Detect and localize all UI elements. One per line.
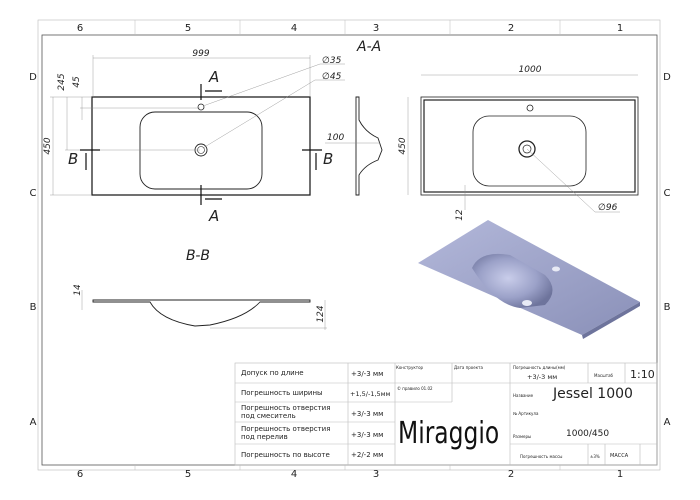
section-bb-view: [81, 290, 327, 330]
dim-14: 14: [73, 284, 83, 296]
dim-1000: 1000: [519, 65, 542, 75]
date-label: Дата проекта: [454, 365, 483, 370]
tolerance-value: +3/-3 мм: [351, 410, 384, 418]
hole-35-label: ∅35: [322, 56, 342, 66]
top-view-labels: 999 450 245 45 ∅35 ∅45 A A B B: [43, 49, 342, 225]
col-label: 1: [617, 469, 623, 480]
tolerance-value: +3/-3 мм: [351, 370, 384, 378]
row-label: A: [664, 417, 671, 428]
col-label: 4: [291, 23, 297, 34]
top-view: [50, 55, 345, 205]
size-label: Размеры: [513, 434, 532, 439]
section-aa-view: [325, 96, 383, 196]
section-b-marker-left: B: [68, 150, 78, 168]
dim-245: 245: [57, 73, 67, 90]
mass-tol-value: ±3%: [590, 454, 600, 459]
scale-label: Масштаб: [594, 373, 614, 378]
tolerance-label: Допуск по длине: [241, 369, 304, 377]
col-label: 6: [77, 23, 83, 34]
tolerance-label: Погрешность отверстия под перелив: [241, 425, 331, 441]
dim-124: 124: [316, 305, 326, 322]
length-tol-label: Погрешность длины(мм): [513, 365, 566, 370]
row-label: B: [30, 302, 37, 313]
scale-value: 1:10: [630, 368, 655, 381]
dim-width: 999: [192, 49, 209, 59]
product-name: Jessel 1000: [553, 386, 633, 402]
rule-label: © правило 01.02: [397, 386, 433, 391]
col-label: 5: [185, 23, 191, 34]
col-label: 5: [185, 469, 191, 480]
mass-label: МАССА: [610, 453, 629, 459]
section-bb-title: B-B: [186, 248, 210, 264]
col-label: 4: [291, 469, 297, 480]
designer-label: Конструктор: [396, 365, 424, 370]
tolerance-value: +3/-3 мм: [351, 431, 384, 439]
dim-height: 450: [43, 137, 53, 154]
row-label: D: [663, 72, 671, 83]
tolerance-label: Погрешность по высоте: [241, 451, 330, 459]
hole-45-label: ∅45: [322, 72, 342, 82]
row-label: C: [30, 188, 37, 199]
column-labels-top: 6 5 4 3 2 1: [77, 23, 623, 34]
tolerance-value: +2/-2 мм: [351, 451, 384, 459]
tolerance-value: +1,5/-1,5мм: [350, 390, 391, 398]
dim-45: 45: [72, 76, 82, 88]
sink-3d-render: [418, 220, 640, 339]
tolerance-label: Погрешность ширины: [241, 389, 323, 397]
row-label: B: [664, 302, 671, 313]
row-labels: D C B A D C B A: [29, 72, 671, 428]
drain-96-label: ∅96: [598, 203, 618, 213]
row-label: D: [29, 72, 37, 83]
right-view-labels: 1000 450 12 ∅96: [398, 65, 618, 221]
outer-frame: [37, 19, 661, 471]
title-block-grid: [234, 362, 658, 466]
tolerance-label: Погрешность отверстия под смеситель: [241, 404, 331, 420]
mass-tol-label: Погрешность массы: [520, 454, 563, 459]
col-label: 3: [373, 469, 379, 480]
dim-450-right: 450: [398, 137, 408, 154]
section-b-marker-right: B: [323, 150, 333, 168]
dim-100: 100: [327, 133, 344, 143]
right-top-view: [407, 74, 639, 213]
zone-dividers: [134, 20, 561, 470]
col-label: 1: [617, 23, 623, 34]
name-label: Название: [513, 393, 534, 398]
section-a-marker-bottom: A: [208, 207, 219, 225]
col-label: 2: [508, 469, 514, 480]
dim-12: 12: [455, 209, 465, 221]
length-tol-value: +3/-3 мм: [527, 373, 558, 381]
col-label: 6: [77, 469, 83, 480]
section-aa-title: A-A: [356, 39, 381, 55]
row-label: C: [664, 188, 671, 199]
column-labels-bottom: 6 5 4 3 2 1: [77, 469, 623, 480]
col-label: 2: [508, 23, 514, 34]
article-label: № Артикула: [513, 411, 539, 416]
section-a-marker-top: A: [208, 68, 219, 86]
brand-logo: Miraggio: [398, 416, 500, 451]
col-label: 3: [373, 23, 379, 34]
faucet-hole: [197, 103, 205, 111]
row-label: A: [30, 417, 37, 428]
size-value: 1000/450: [566, 429, 610, 439]
